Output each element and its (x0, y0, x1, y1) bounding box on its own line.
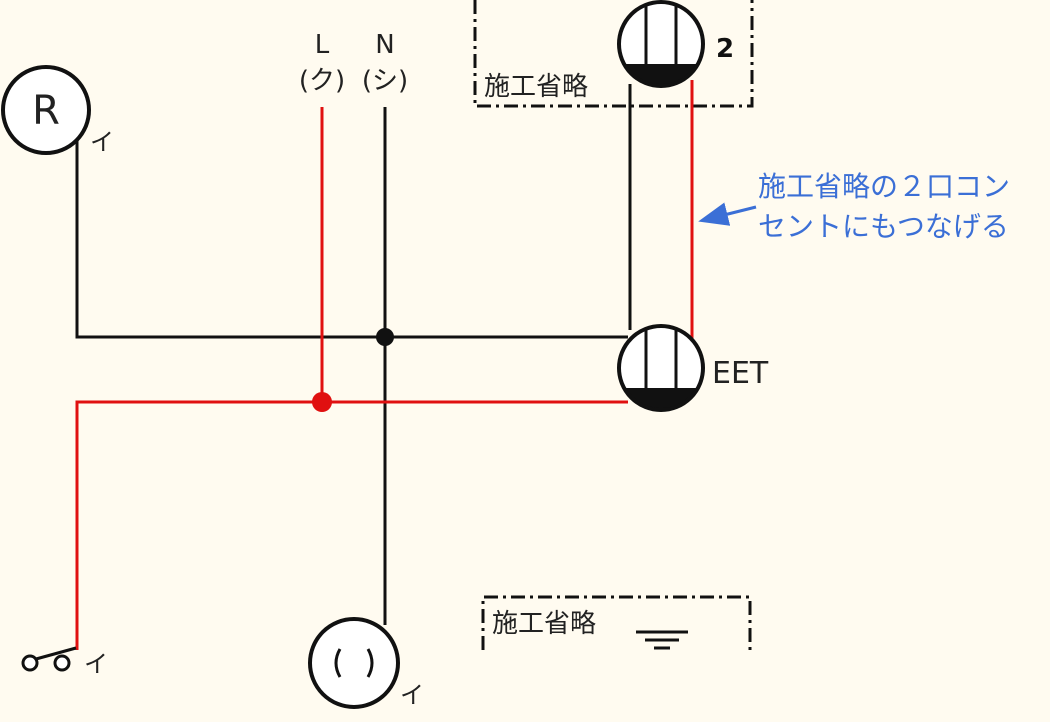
outlet-bottom-tag: イ (400, 681, 424, 709)
annotation: 施工省略の２口コン セントにもつなげる (698, 170, 1010, 243)
lamp-tag: イ (90, 128, 114, 156)
lamp-symbol: R イ (1, 65, 114, 156)
annotation-line-1: 施工省略の２口コン (758, 170, 1010, 203)
omitted-box-bottom: 施工省略 (481, 595, 752, 650)
switch-tag: イ (84, 650, 108, 678)
omitted-label-top: 施工省略 (484, 72, 588, 102)
omitted-label-bottom: 施工省略 (492, 609, 596, 639)
outlet-top-symbol: 2 (617, 0, 734, 88)
line-label: L (315, 30, 330, 60)
outlet-main-symbol: EET (617, 324, 769, 412)
hot-wiring (75, 80, 694, 650)
lamp-letter: R (32, 88, 60, 134)
annotation-line-2: セントにもつなげる (758, 210, 1009, 243)
outlet-main-label: EET (712, 356, 769, 391)
source-labels: L (ク) N (シ) (299, 30, 408, 96)
neutral-wiring (75, 84, 632, 625)
omitted-box-top: 施工省略 (473, 0, 754, 108)
neutral-junction-dot (376, 328, 394, 346)
ground-icon (636, 630, 688, 650)
switch-symbol: イ (21, 646, 108, 678)
line-sub-label: (ク) (299, 66, 345, 96)
neutral-label: N (375, 30, 394, 60)
neutral-sub-label: (シ) (362, 66, 408, 96)
hot-junction-dot (312, 392, 332, 412)
outlet-top-count: 2 (716, 34, 734, 64)
outlet-bottom-symbol: イ (308, 617, 424, 709)
